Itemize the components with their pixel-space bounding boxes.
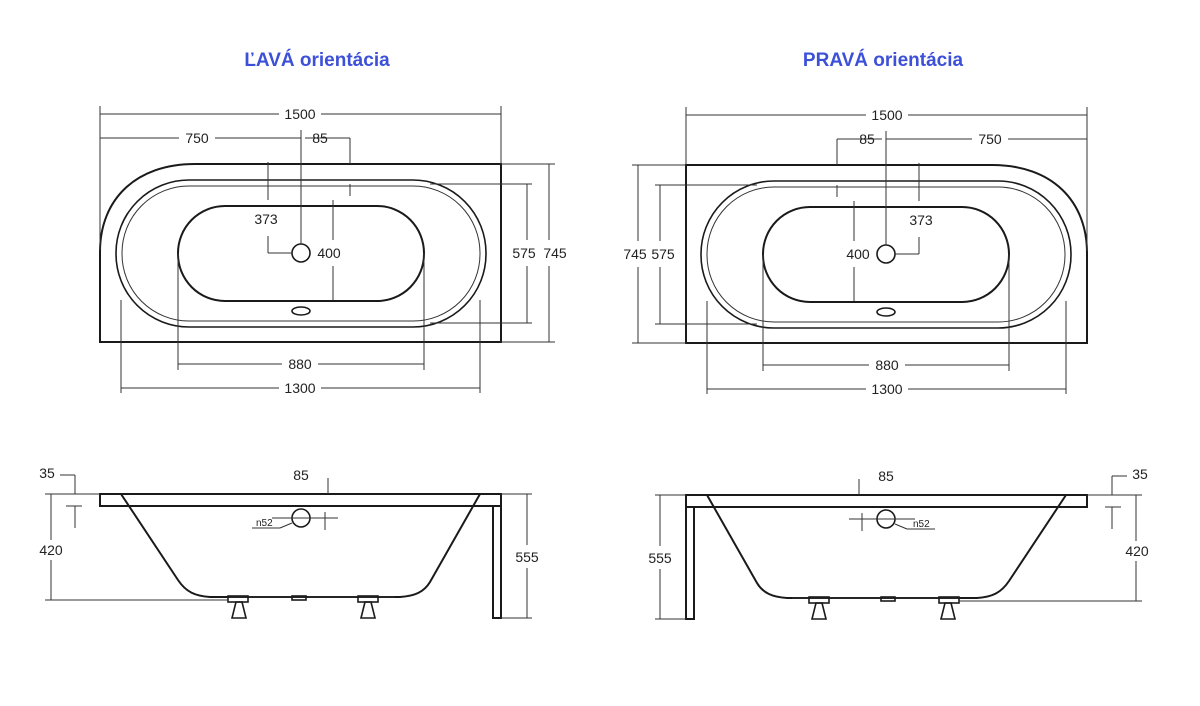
left-overflow [291,306,311,316]
left-dim-373: 373 [254,211,278,227]
right-side-dim-85: 85 [878,468,894,484]
right-outer-shell [685,164,1088,344]
right-orientation-title: PRAVÁ orientácia [803,49,964,71]
right-dim-400: 400 [846,246,870,262]
left-dim-555: 555 [515,549,539,565]
left-dim-880: 880 [288,356,312,372]
right-side-rim [685,494,1088,508]
right-dim-1300: 1300 [871,381,902,397]
right-top-view [632,106,1088,398]
right-dim-420: 420 [1125,543,1149,559]
left-dim-420: 420 [39,542,63,558]
right-side-apron [685,507,695,620]
right-top-view-labels: 1500 750 85 373 400 575 745 880 1300 [623,107,1002,397]
right-side-view-labels: 35 85 420 555 n52 [648,466,1149,566]
left-outer-shell [99,163,502,343]
right-dim-35: 35 [1132,466,1148,482]
right-drain [876,244,896,264]
right-dim-750: 750 [978,131,1002,147]
left-dim-n52: n52 [256,518,273,529]
left-dim-85: 85 [312,130,328,146]
left-side-feet [227,595,395,619]
right-overflow [876,307,896,317]
right-dim-880: 880 [875,357,899,373]
left-dim-1300: 1300 [284,380,315,396]
left-dim-575: 575 [512,245,536,261]
left-top-view: 1500 750 85 373 400 575 745 [99,105,567,397]
right-dim-373: 373 [909,212,933,228]
right-dim-1500: 1500 [871,107,902,123]
left-dim-745: 745 [543,245,567,261]
left-side-rim [99,493,502,507]
left-dim-750: 750 [185,130,209,146]
left-drain [291,243,311,263]
right-dim-575: 575 [651,246,675,262]
left-side-dim-85: 85 [293,467,309,483]
left-orientation-title: ĽAVÁ orientácia [244,49,390,71]
right-dim-n52: n52 [913,519,930,530]
left-side-apron [492,506,502,619]
right-dim-85: 85 [859,131,875,147]
left-dim-400: 400 [317,245,341,261]
right-side-feet [792,596,960,620]
right-side-view [655,475,1142,620]
right-dim-745: 745 [623,246,647,262]
left-side-view: n52 35 85 420 555 [39,465,539,619]
right-dim-555: 555 [648,550,672,566]
left-dim-1500: 1500 [284,106,315,122]
left-dim-35: 35 [39,465,55,481]
